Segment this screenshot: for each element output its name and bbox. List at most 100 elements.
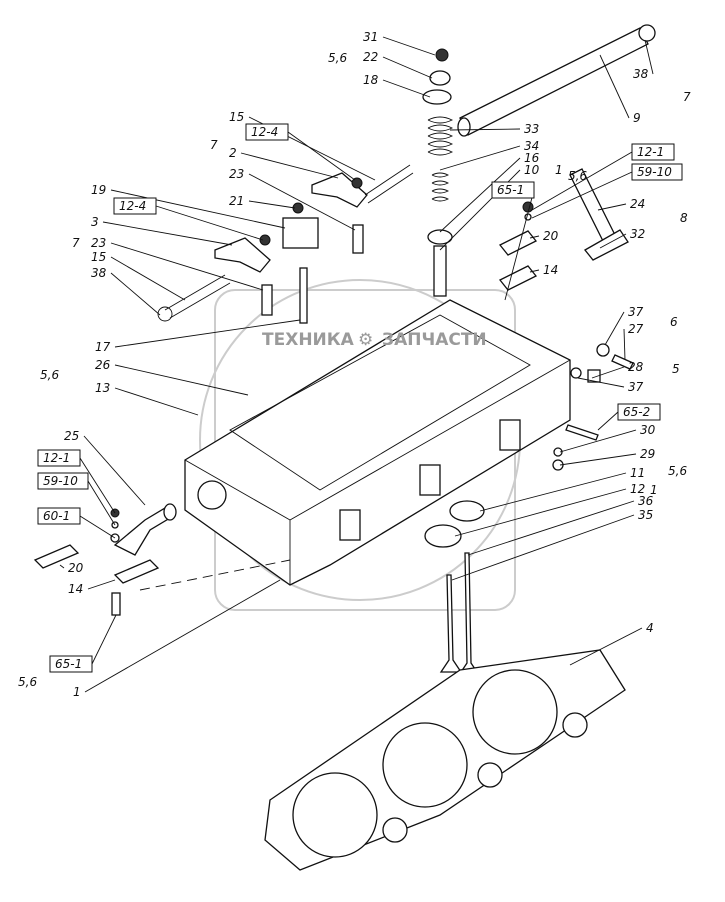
part-reference-box: 65-2 <box>617 403 661 421</box>
callout-label: 35 <box>638 508 653 522</box>
reference-box-frame <box>113 197 157 215</box>
leader-line <box>114 387 199 416</box>
reference-box-label: 60-1 <box>43 509 70 523</box>
leader-line <box>79 515 116 539</box>
leader-line <box>240 152 339 179</box>
leader-line <box>91 614 117 665</box>
part-reference-box: 65-1 <box>491 181 535 199</box>
leader-line <box>531 171 633 219</box>
callout-label: 23 <box>229 167 244 181</box>
reference-box-frame <box>631 143 675 161</box>
leader-line <box>84 579 281 693</box>
callout-label: 24 <box>630 197 645 211</box>
callout-label: 37 <box>628 380 644 394</box>
callout-label: 17 <box>95 340 111 354</box>
callout-label: 31 <box>363 30 378 44</box>
callout-label: 36 <box>638 494 654 508</box>
leader-line <box>110 256 186 301</box>
leader-line <box>83 435 146 506</box>
leader-line <box>110 242 264 291</box>
callout-label: 5,6 <box>328 51 347 65</box>
callout-label: 1 <box>555 163 563 177</box>
leader-line <box>599 233 627 249</box>
leader-line <box>439 145 521 171</box>
leader-line <box>599 54 630 119</box>
gear-icon: ⚙ <box>358 330 373 350</box>
reference-box-frame <box>49 655 93 673</box>
callout-label: 11 <box>630 466 645 480</box>
part-reference-box: 59-10 <box>37 472 89 490</box>
reference-box-label: 59-10 <box>43 474 78 488</box>
leader-line <box>114 364 249 396</box>
callout-label: 8 <box>680 211 688 225</box>
leader-line <box>644 39 654 75</box>
reference-box-label: 12-1 <box>43 451 70 465</box>
callout-label: 38 <box>633 67 649 81</box>
leader-line <box>59 564 65 569</box>
callout-label: 21 <box>229 194 244 208</box>
leader-line <box>559 429 637 453</box>
part-reference-box: 59-10 <box>631 163 683 181</box>
callout-label: 6 <box>670 315 678 329</box>
callout-label: 30 <box>640 423 656 437</box>
reference-box-label: 12-4 <box>119 199 146 213</box>
leader-line <box>454 488 627 537</box>
leader-line <box>155 205 264 241</box>
callout-label: 37 <box>628 305 644 319</box>
callout-label: 1 <box>73 685 81 699</box>
rocker-arms <box>157 164 414 324</box>
reference-box-frame <box>491 181 535 199</box>
leader-line <box>591 366 625 379</box>
part-reference-box: 12-4 <box>113 197 157 215</box>
leader-line <box>467 500 635 556</box>
leader-line <box>287 131 356 181</box>
leader-line <box>449 128 521 131</box>
callout-label: 33 <box>524 122 539 136</box>
callout-label: 10 <box>524 163 540 177</box>
callout-label: 7 <box>683 90 691 104</box>
leader-line <box>529 235 540 239</box>
callout-label: 5,6 <box>568 169 587 183</box>
head-gasket <box>264 649 626 871</box>
callout-label: 12 <box>630 482 645 496</box>
reference-box-label: 65-1 <box>55 657 82 671</box>
leader-line <box>110 189 286 229</box>
callout-label: 5 <box>672 362 680 376</box>
callout-label: 5,6 <box>18 675 37 689</box>
leader-line <box>439 157 521 233</box>
cylinder-head <box>139 299 571 591</box>
leader-line <box>110 272 161 316</box>
callout-label: 29 <box>640 447 655 461</box>
reference-box-label: 65-2 <box>623 405 650 419</box>
callout-label: 5,6 <box>40 368 59 382</box>
callout-label: 3 <box>91 215 99 229</box>
leader-line <box>87 480 116 526</box>
leader-line <box>531 151 633 211</box>
part-reference-box: 65-1 <box>49 655 93 673</box>
leader-line <box>79 457 116 514</box>
part-reference-box: 60-1 <box>37 507 81 525</box>
rocker-shaft <box>457 24 656 137</box>
callout-label: 2 <box>229 146 237 160</box>
reference-box-label: 12-4 <box>251 125 278 139</box>
leader-line <box>114 319 301 348</box>
callout-label: 16 <box>524 151 540 165</box>
valves <box>424 500 485 676</box>
callout-label: 9 <box>633 111 641 125</box>
leader-line <box>559 453 637 466</box>
leader-line <box>597 203 627 211</box>
callout-label: 23 <box>91 236 106 250</box>
callout-label: 19 <box>91 183 106 197</box>
reference-box-frame <box>37 507 81 525</box>
leader-line <box>529 269 540 273</box>
part-reference-box: 12-1 <box>631 143 675 161</box>
leader-line <box>623 328 626 361</box>
watermark: ТЕХНИКА ⚙ ЗАПЧАСТИ <box>262 330 487 350</box>
callout-label: 5,6 <box>668 464 687 478</box>
callout-label: 20 <box>543 229 559 243</box>
reference-box-frame <box>617 403 661 421</box>
leader-line <box>382 79 431 98</box>
callout-label: 7 <box>72 236 80 250</box>
